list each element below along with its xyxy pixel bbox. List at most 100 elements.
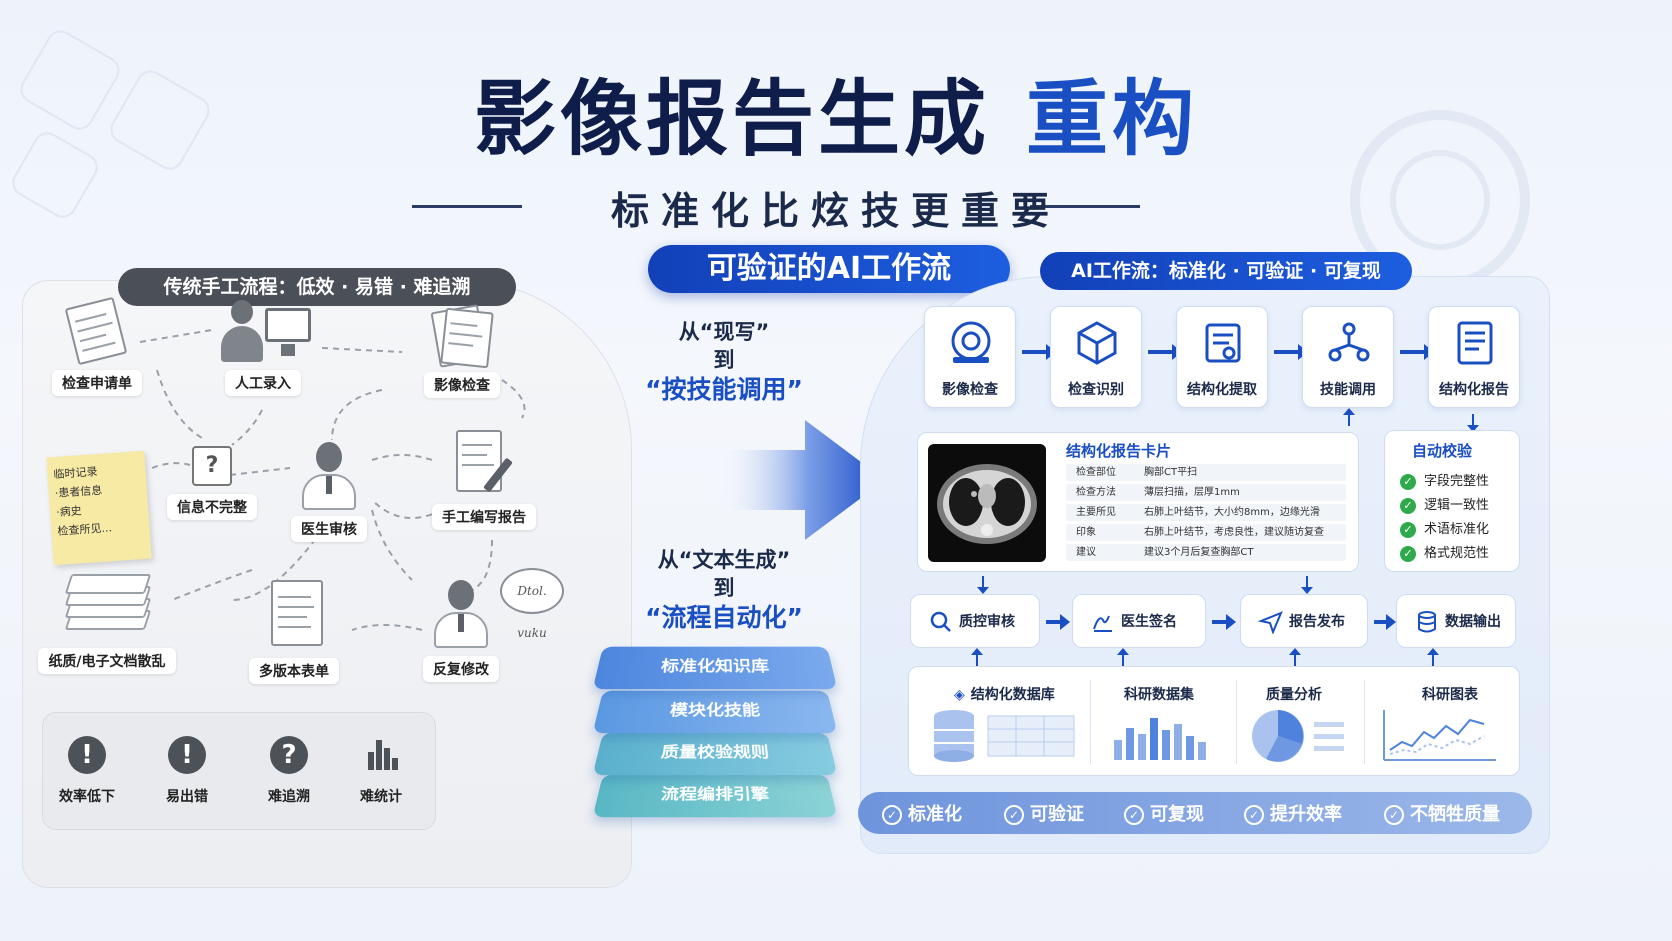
benefit-label: 提升效率	[1270, 804, 1342, 825]
dash-arrow	[371, 499, 443, 519]
flow-arrow	[1274, 344, 1308, 360]
verify-item-label: 逻辑一致性	[1424, 498, 1490, 513]
send-icon	[1257, 611, 1283, 634]
dash-arrow	[371, 454, 433, 461]
transition-arrow	[595, 420, 885, 540]
flow-arrow	[1046, 614, 1070, 630]
dash-arrow	[471, 539, 493, 591]
flow-arrow	[1148, 344, 1182, 360]
paper-stack-icon	[52, 566, 162, 640]
target-skill-call: “按技能调用”	[645, 375, 803, 404]
data-label-research: 科研数据集	[1124, 687, 1194, 703]
row-key: 检查部位	[1076, 467, 1116, 478]
dash-arrow	[331, 389, 383, 441]
flow-arrow	[1212, 614, 1236, 630]
layer-quality-rules: 质量校验规则	[592, 732, 838, 776]
bg-ct-ring-inner	[1390, 150, 1490, 250]
data-label-charts: 科研图表	[1422, 687, 1478, 703]
check-circle-icon: ✓	[1124, 805, 1144, 825]
check-circle-icon: ✓	[1244, 805, 1264, 825]
verify-item-label: 术语标准化	[1424, 522, 1490, 537]
check-circle-icon: ✓	[882, 805, 902, 825]
benefit-label: 可验证	[1030, 804, 1084, 825]
card-row: 检查部位胸部CT平扫	[1066, 464, 1346, 481]
action-label: 质控审核	[959, 614, 1015, 630]
dash-arrow	[171, 569, 253, 601]
to-text-1: 到	[713, 348, 735, 372]
verify-title: 自动校验	[1412, 442, 1473, 460]
sticky-note: 临时记录 ·患者信息 ·病史 检查所见...	[46, 450, 152, 566]
traditional-title: 传统手工流程：低效 · 易错 · 难追溯	[118, 268, 516, 306]
layer-knowledge-base: 标准化知识库	[592, 646, 838, 690]
data-label-text: 结构化数据库	[970, 687, 1055, 703]
action-label: 报告发布	[1289, 614, 1345, 630]
check-icon: ✓	[1400, 545, 1416, 562]
flow-arrow	[1022, 344, 1056, 360]
benefit-label: 标准化	[908, 804, 962, 825]
action-publish: 报告发布	[1240, 594, 1368, 648]
signature-icon	[1093, 615, 1112, 632]
row-key: 检查方法	[1076, 487, 1116, 498]
node-imaging-label: 影像检查	[424, 372, 500, 398]
row-key: 建议	[1076, 547, 1096, 558]
check-icon: ✓	[1400, 497, 1416, 514]
issue-low-efficiency: ! 效率低下	[42, 736, 132, 806]
bar-chart-icon	[362, 736, 400, 774]
network-icon	[1328, 322, 1370, 362]
check-icon: ✓	[1400, 521, 1416, 538]
flow-arrow	[1374, 614, 1396, 630]
left-dashed-arrows	[139, 329, 526, 631]
from-handwrite: 从“现写”	[678, 320, 770, 344]
up-arrow	[1289, 648, 1301, 666]
verify-item: ✓字段完整性	[1400, 470, 1489, 490]
row-value: 右肺上叶结节，考虑良性，建议随访复查	[1144, 527, 1324, 538]
line-chart-icon	[1383, 710, 1496, 761]
doctor-revise-icon	[426, 576, 496, 652]
search-icon	[930, 611, 951, 632]
doctor-icon	[294, 440, 364, 512]
up-arrow	[1427, 648, 1439, 666]
node-hand-report-label: 手工编写报告	[432, 504, 536, 530]
scribble-bubble: Dtol. vuku	[500, 568, 564, 640]
benefit-label: 不牺牲质量	[1410, 804, 1500, 825]
ai-workflow-title: AI工作流：标准化 · 可验证 · 可复现	[1040, 252, 1412, 290]
data-label-quality: 质量分析	[1266, 687, 1322, 703]
card-title: 结构化报告卡片	[1066, 442, 1172, 460]
up-arrow	[1343, 408, 1355, 426]
benefit-item: ✓可复现	[1124, 800, 1204, 826]
node-scattered: 纸质/电子文档散乱	[38, 566, 176, 674]
check-circle-icon: ✓	[1384, 805, 1404, 825]
issue-error-prone: ! 易出错	[142, 736, 232, 806]
alert-icon: !	[168, 736, 206, 774]
database-table-icon	[934, 710, 1075, 762]
down-arrow	[1467, 414, 1479, 432]
node-hand-report: 手工编写报告	[432, 428, 536, 530]
structured-doc-icon	[1205, 323, 1241, 363]
verify-item-label: 格式规范性	[1424, 546, 1490, 561]
issue-hard-stats: 难统计	[336, 736, 426, 806]
separator	[1090, 680, 1091, 764]
node-doctor-review-label: 医生审核	[291, 516, 367, 542]
card-row: 检查方法薄层扫描，层厚1mm	[1066, 484, 1346, 501]
card-row: 建议 建议3个月后复查胸部CT	[1066, 544, 1346, 561]
question-icon: ?	[270, 736, 308, 774]
node-multi-version: 多版本表单	[244, 578, 344, 684]
title-text: 影像报告生成	[473, 72, 990, 167]
row-key: 印象	[1076, 527, 1096, 538]
issue-label: 难统计	[360, 789, 402, 805]
action-label: 数据输出	[1445, 614, 1501, 630]
node-request: 检查申请单	[52, 296, 142, 396]
separator	[1236, 680, 1237, 764]
row-key: 主要所见	[1076, 507, 1116, 518]
alert-icon: !	[68, 736, 106, 774]
row-value: 建议3个月后复查胸部CT	[1144, 547, 1254, 558]
research-bars-icon	[1114, 718, 1206, 760]
node-request-label: 检查申请单	[52, 370, 142, 396]
card-row: 印象 右肺上叶结节，考虑良性，建议随访复查	[1066, 524, 1346, 541]
dash-arrow	[231, 409, 263, 446]
to-text-2: 到	[713, 576, 735, 600]
up-arrow	[971, 648, 983, 666]
big-arrow-head	[715, 420, 885, 540]
down-arrow	[977, 576, 989, 594]
node-incomplete-label: 信息不完整	[167, 494, 257, 520]
